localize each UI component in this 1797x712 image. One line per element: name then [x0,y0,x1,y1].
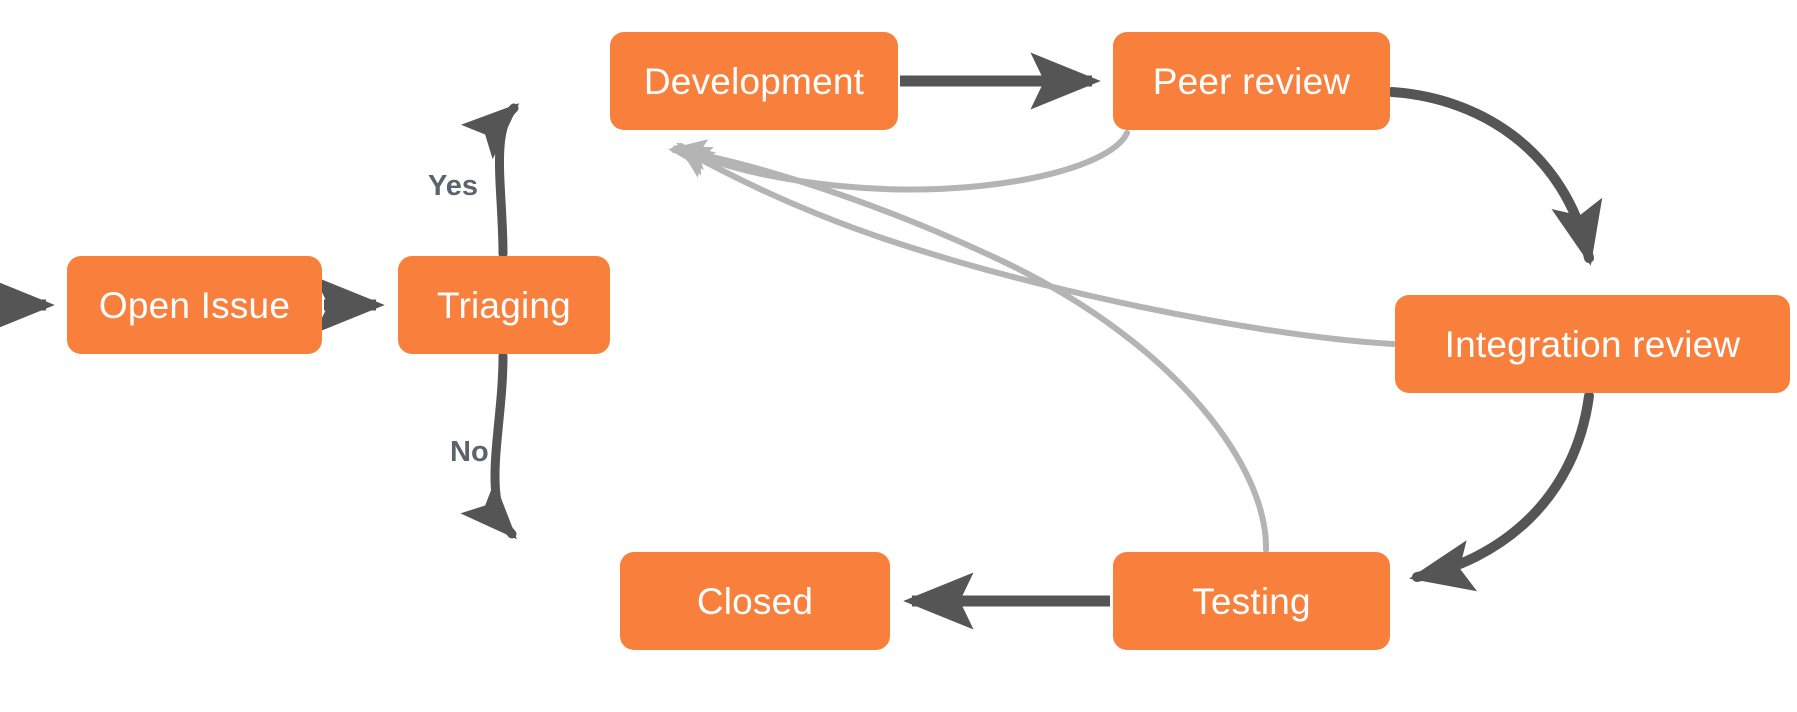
node-label-open-issue: Open Issue [98,284,291,326]
edge-testing-to-development [668,139,1270,553]
edge-label-no: No [450,436,489,468]
edge-label-yes: Yes [428,170,478,202]
node-label-integration-review: Integration review [1444,323,1741,365]
node-testing[interactable]: Testing [1113,552,1390,650]
node-peer-review[interactable]: Peer review [1113,32,1390,130]
node-label-closed: Closed [696,580,814,622]
edge-peer-review-to-development [676,130,1130,193]
node-label-peer-review: Peer review [1152,60,1351,102]
node-label-testing: Testing [1192,580,1311,622]
node-integration-review[interactable]: Integration review [1395,295,1790,393]
node-open-issue[interactable]: Open Issue [67,256,322,354]
edge-triaging-to-closed [460,351,517,540]
edge-triaging-to-development [461,103,520,259]
node-triaging[interactable]: Triaging [398,256,610,354]
node-development[interactable]: Development [610,32,898,130]
edge-integration-to-development [672,145,1396,347]
edge-integration-to-testing [1409,391,1594,592]
node-label-development: Development [643,60,865,102]
edge-peer-review-to-integration [1387,87,1603,266]
node-label-triaging: Triaging [437,284,571,326]
node-closed[interactable]: Closed [620,552,890,650]
